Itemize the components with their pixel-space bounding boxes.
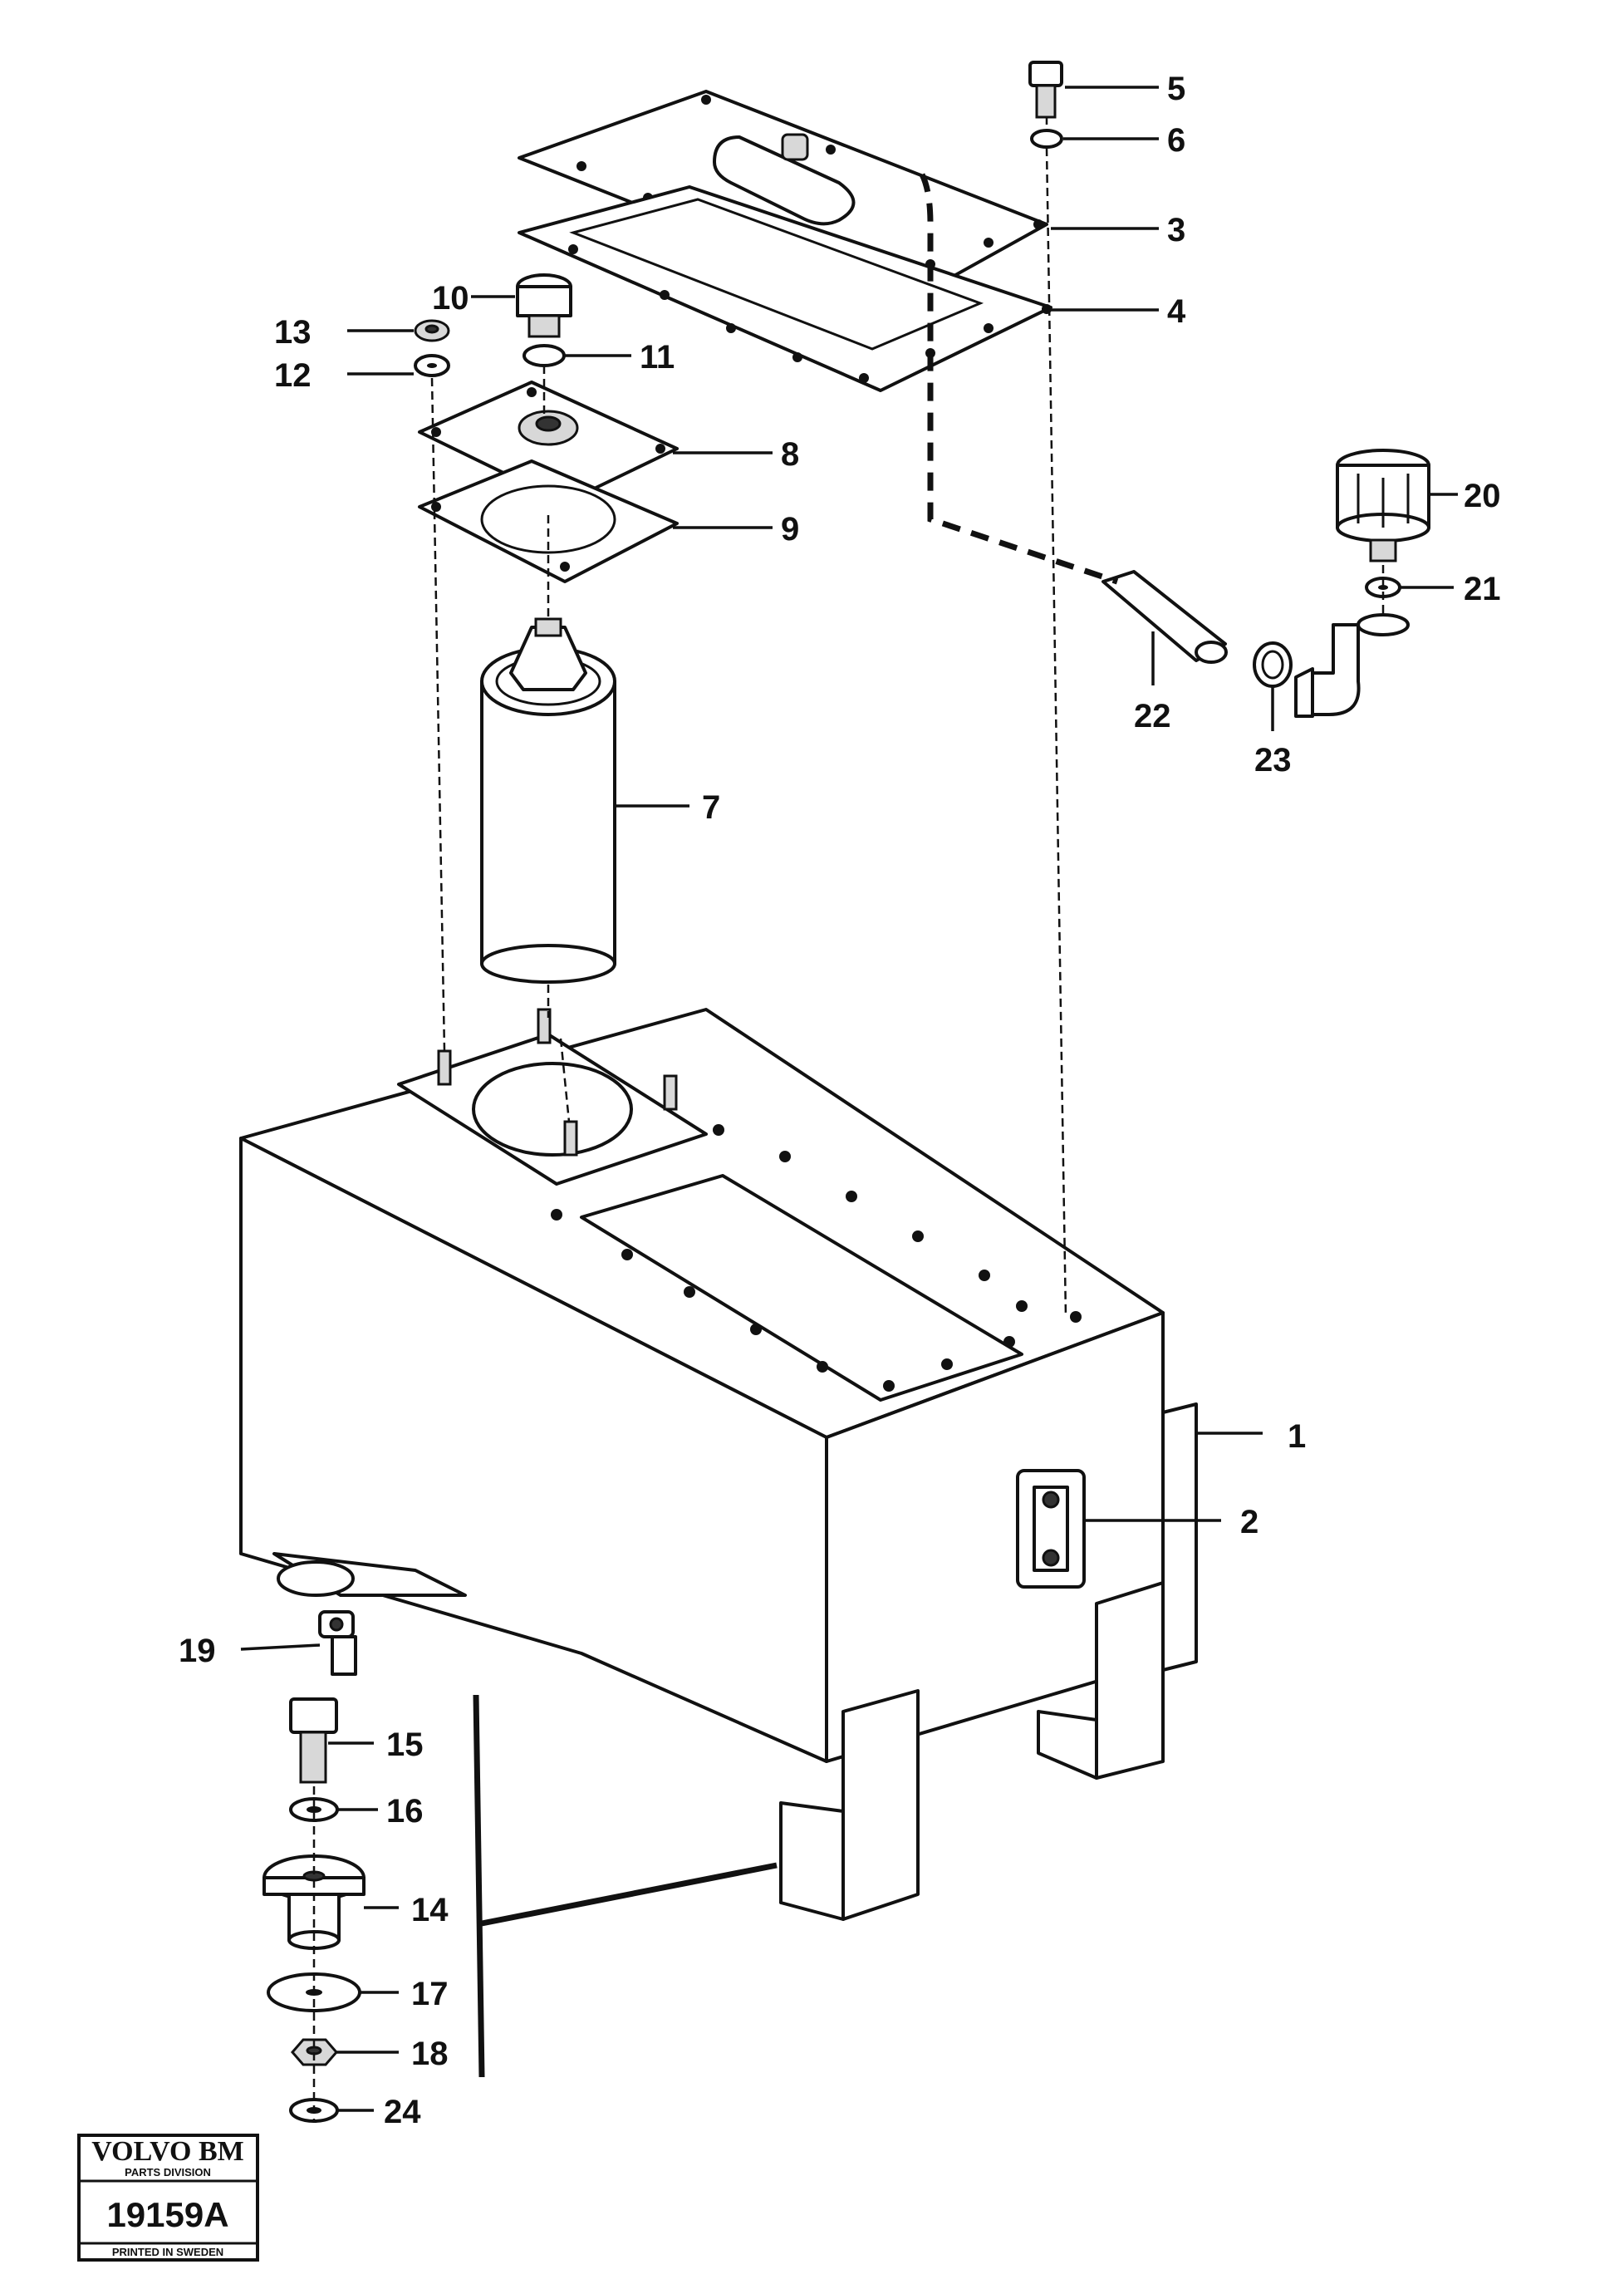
callout-5: 5 <box>1167 71 1185 107</box>
breather-hose <box>1101 570 1228 664</box>
callout-2: 2 <box>1240 1504 1258 1540</box>
stamp-brand: VOLVO BM <box>91 2136 243 2167</box>
tank-bolt-holes <box>551 1124 1082 1392</box>
callout-10: 10 <box>432 280 469 317</box>
callout-8: 8 <box>781 436 799 473</box>
callout-24: 24 <box>384 2094 421 2130</box>
callout-7: 7 <box>702 789 720 826</box>
plug-seal-ring <box>523 344 566 367</box>
breather-elbow <box>1294 613 1410 718</box>
breather-cap <box>1336 449 1430 562</box>
mounting-bolt <box>289 1697 338 1784</box>
callout-13: 13 <box>274 314 312 351</box>
hose-clamp <box>1253 641 1293 688</box>
callout-21: 21 <box>1464 571 1501 607</box>
hydraulic-tank <box>239 1008 1198 1921</box>
mount-bracket-line <box>473 1694 778 2078</box>
callout-14: 14 <box>411 1892 449 1928</box>
callout-20: 20 <box>1464 478 1501 514</box>
assembly-axis-lines <box>312 116 1385 2123</box>
callout-4: 4 <box>1167 293 1186 330</box>
cover-washer <box>1030 129 1063 149</box>
callout-15: 15 <box>386 1727 424 1763</box>
filter-element <box>480 617 616 984</box>
callout-11: 11 <box>640 339 675 376</box>
filter-cover <box>418 381 679 504</box>
flange-washer <box>414 354 450 377</box>
callout-labels: 1 2 3 4 5 6 7 8 9 10 11 12 13 14 15 16 1… <box>179 71 1501 2130</box>
callout-16: 16 <box>386 1793 424 1830</box>
stamp-number: 19159A <box>106 2195 228 2234</box>
sight-glass <box>1016 1469 1086 1589</box>
volvo-bm-parts-stamp: VOLVO BM PARTS DIVISION 19159A PRINTED I… <box>77 2134 259 2262</box>
leader-lines <box>240 86 1458 2112</box>
stamp-division: PARTS DIVISION <box>125 2166 211 2178</box>
callout-23: 23 <box>1254 742 1292 779</box>
callout-12: 12 <box>274 357 312 394</box>
stamp-printed: PRINTED IN SWEDEN <box>112 2246 223 2258</box>
breather-routing-line <box>919 173 1119 585</box>
callout-1: 1 <box>1288 1418 1306 1455</box>
callout-19: 19 <box>179 1633 216 1669</box>
flange-nut <box>414 319 450 342</box>
cover-gasket <box>518 185 1052 392</box>
drain-cock <box>318 1610 357 1676</box>
cover-screw <box>1028 61 1063 119</box>
callout-9: 9 <box>781 511 799 548</box>
callout-22: 22 <box>1134 698 1171 734</box>
filler-plug <box>516 273 572 338</box>
callout-17: 17 <box>411 1976 449 2012</box>
callout-3: 3 <box>1167 212 1185 248</box>
callout-18: 18 <box>411 2036 449 2072</box>
callout-6: 6 <box>1167 122 1185 159</box>
